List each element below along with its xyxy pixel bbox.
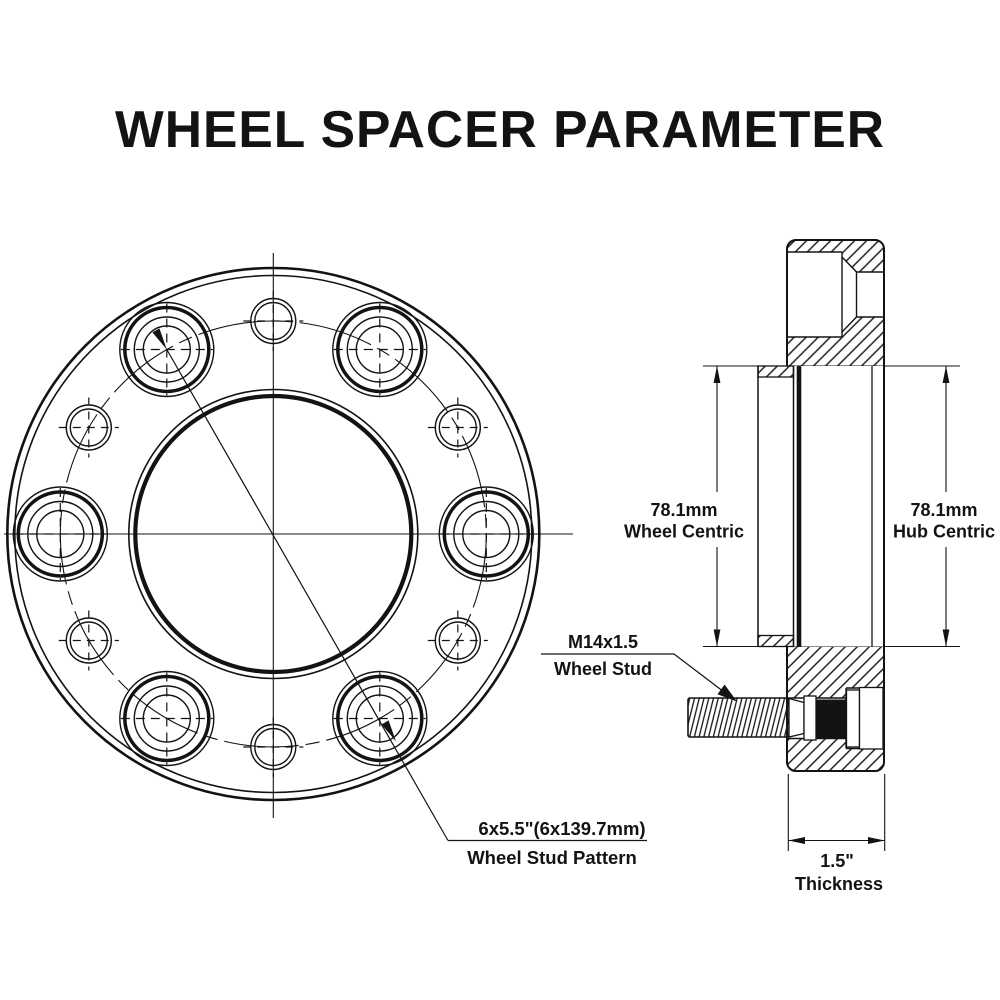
outer-rim-circle xyxy=(5,266,541,802)
stud-head xyxy=(858,686,884,750)
thickness-value: 1.5" xyxy=(820,851,854,871)
wheel-stud-label: Wheel Stud xyxy=(554,659,652,679)
wheel-centric-value: 78.1mm xyxy=(650,500,717,520)
stud-pattern-label: Wheel Stud Pattern xyxy=(467,847,637,868)
lug-boss xyxy=(437,485,536,583)
thickness-label: Thickness xyxy=(795,874,883,894)
diagonal-arrowhead-upper xyxy=(152,328,167,350)
hub-centric-value: 78.1mm xyxy=(910,500,977,520)
lug-boss xyxy=(11,485,110,583)
lip-section-bottom xyxy=(757,634,795,648)
wheel-stud xyxy=(687,686,884,750)
page-title: WHEEL SPACER PARAMETER xyxy=(115,101,885,159)
lug-boss xyxy=(118,300,216,399)
lip-section-top xyxy=(757,365,795,378)
center-bore-chamfer xyxy=(127,388,419,680)
dim-thickness: 1.5" Thickness xyxy=(787,774,886,894)
center-bore xyxy=(133,393,414,675)
wheel-centric-label: Wheel Centric xyxy=(624,522,744,542)
stud-spline xyxy=(816,699,847,738)
stud-washer xyxy=(803,695,817,741)
lug-boss xyxy=(118,669,216,768)
section-top-block xyxy=(786,239,885,366)
stud-taper xyxy=(788,697,805,738)
stud-pattern-value: 6x5.5"(6x139.7mm) xyxy=(478,818,645,839)
pilot-hole xyxy=(58,396,120,459)
wheel-stud-value: M14x1.5 xyxy=(568,632,638,652)
diagonal-arrowhead-lower xyxy=(381,720,396,742)
wheel-stud-arrowhead xyxy=(717,684,737,702)
callout-wheel-stud: M14x1.5 Wheel Stud xyxy=(541,632,737,702)
stud-flange xyxy=(845,689,861,748)
front-view: 6x5.5"(6x139.7mm) Wheel Stud Pattern xyxy=(4,253,647,868)
dim-wheel-centric: 78.1mm Wheel Centric xyxy=(624,366,744,647)
pilot-hole xyxy=(427,396,489,459)
lug-boss xyxy=(331,300,429,399)
side-view: 78.1mm Wheel Centric 78.1mm Hub Centric … xyxy=(541,239,995,894)
pilot-hole xyxy=(58,609,120,672)
pilot-hole xyxy=(427,609,489,672)
bolt-pattern-diagonal-line xyxy=(166,349,449,841)
dim-hub-centric: 78.1mm Hub Centric xyxy=(893,366,995,647)
section-bore-region xyxy=(757,365,885,648)
stud-threads xyxy=(687,697,790,738)
hub-centric-label: Hub Centric xyxy=(893,522,995,542)
lug-boss xyxy=(331,669,429,768)
